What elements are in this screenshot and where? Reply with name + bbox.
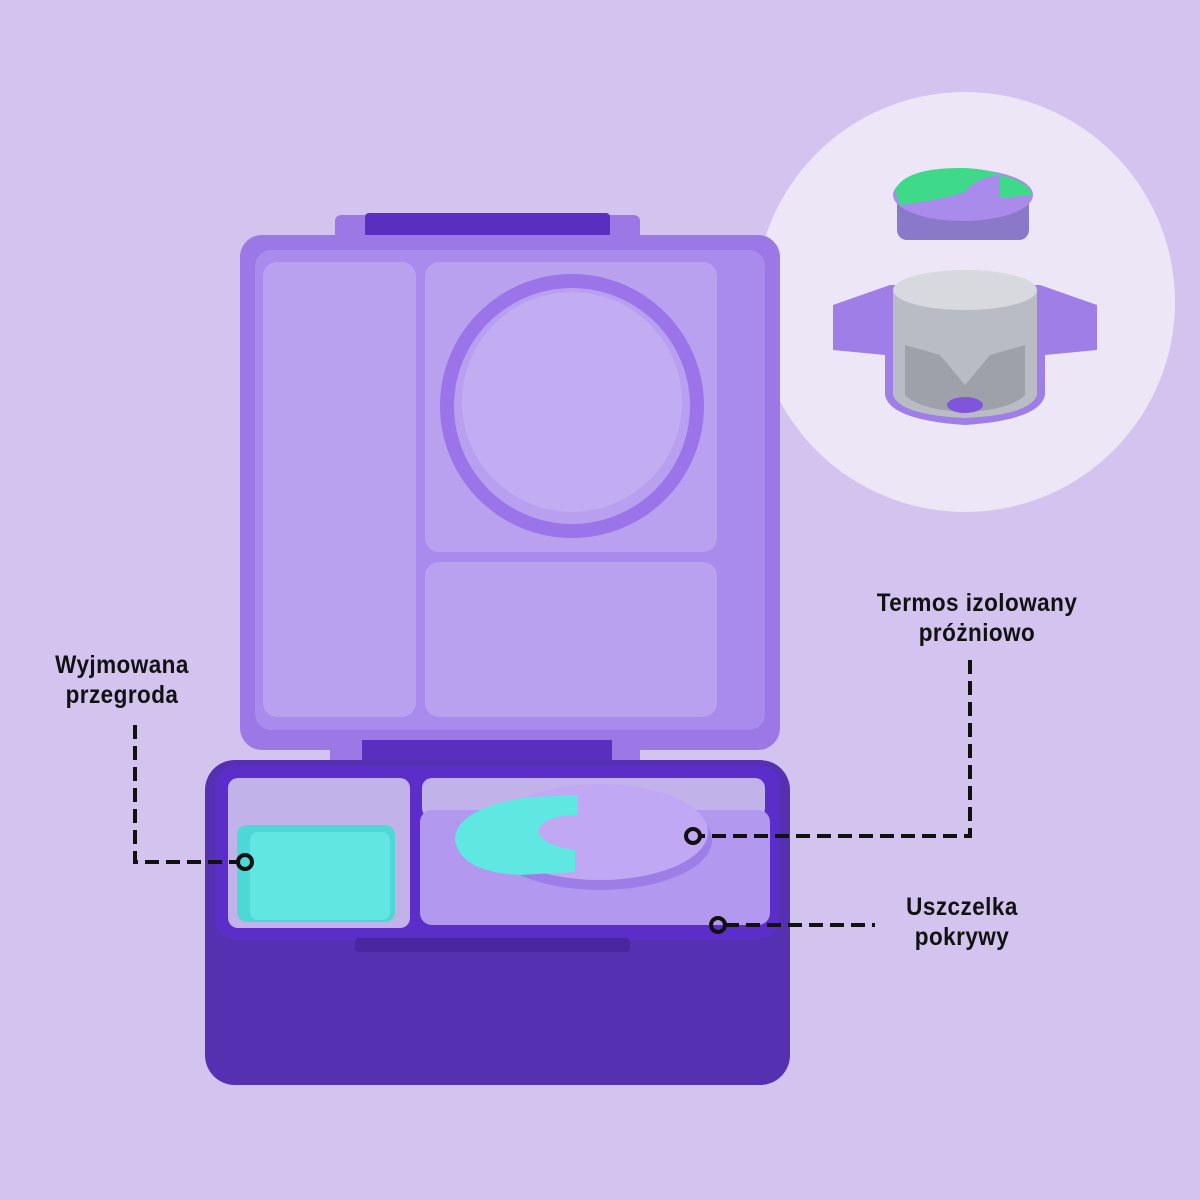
divider-label-line2: przegroda: [65, 681, 179, 709]
divider-label-line1: Wyjmowana: [55, 651, 189, 679]
divider-leader-line: [133, 725, 238, 864]
thermos-leader-line: [700, 660, 972, 838]
hinge-bar: [362, 740, 612, 762]
thermos-lid-image: [893, 168, 1033, 240]
divider-label: Wyjmowana przegroda: [32, 650, 212, 710]
thermos-label: Termos izolowany próżniowo: [860, 588, 1094, 648]
lunchbox-lid: [240, 213, 780, 750]
seal-label: Uszczelka pokrywy: [872, 892, 1052, 952]
leader-lines: [133, 660, 972, 927]
seal-label-line1: Uszczelka: [906, 893, 1018, 921]
seal-label-line2: pokrywy: [914, 923, 1010, 951]
thermos-label-line2: próżniowo: [918, 619, 1036, 647]
seal-marker: [709, 916, 727, 934]
thermos-marker: [684, 827, 702, 845]
thermos-label-line1: Termos izolowany: [876, 589, 1078, 617]
thermos-container-image: [833, 270, 1097, 425]
lunchbox-base: [205, 760, 790, 1085]
divider-marker: [236, 853, 254, 871]
